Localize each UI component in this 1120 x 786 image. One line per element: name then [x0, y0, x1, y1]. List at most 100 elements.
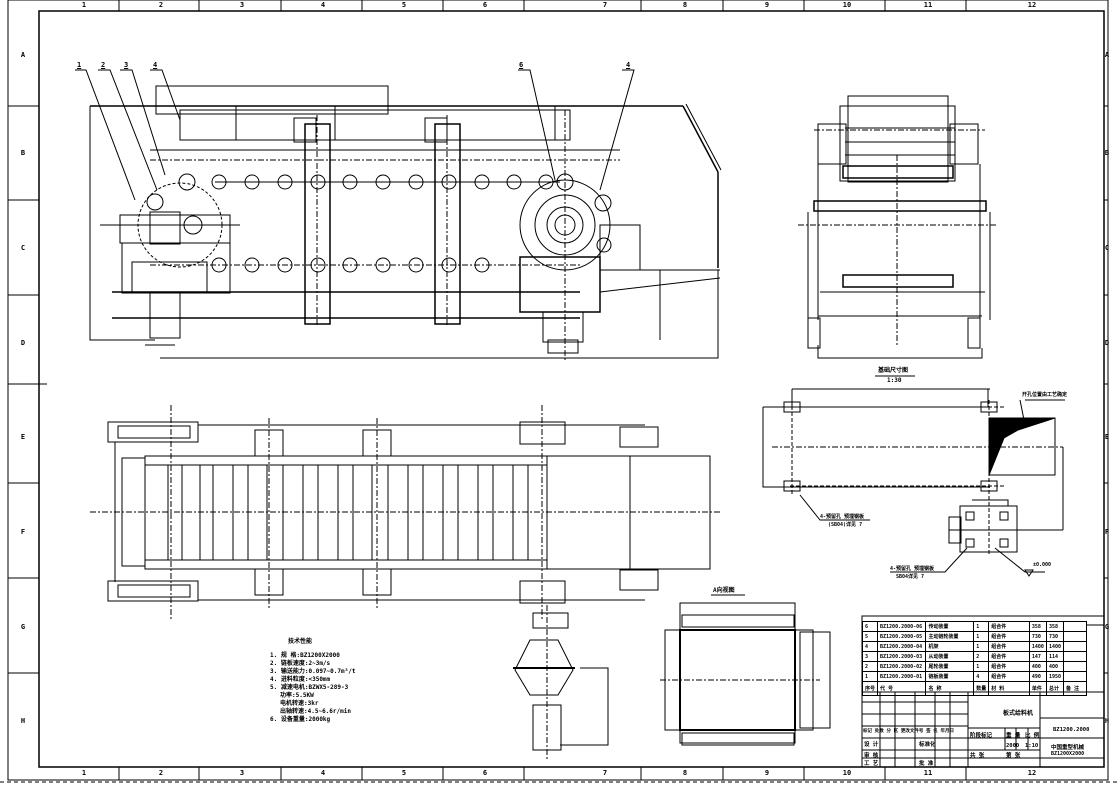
outer-border	[7, 0, 1109, 781]
zone-label-col: 5	[401, 1, 407, 9]
tech-spec-item: 6. 设备重量:2000kg	[270, 716, 331, 723]
foundation-callout-top: 开孔位置由工艺确定	[1022, 392, 1068, 398]
zone-grid-top	[118, 0, 967, 11]
table-header-row: 序号代 号名 称数量材 料单件总计备 注	[861, 681, 1088, 696]
zone-label-row: B	[20, 149, 26, 157]
zone-label-col: 7	[602, 769, 608, 777]
zone-label-row: G	[20, 623, 26, 631]
zone-label-row: E	[20, 433, 26, 441]
zone-label-row: A	[1104, 51, 1110, 59]
tech-spec-item: 3. 输送能力:0.097~0.7m³/t	[270, 668, 356, 675]
zone-label-row: H	[1104, 717, 1110, 725]
foundation-callout-bottom-ref: SB04详见 7	[896, 574, 925, 580]
zone-label-row: C	[20, 244, 26, 252]
zone-label-col: 1	[81, 769, 87, 777]
title-company: 中国重型机械	[1051, 745, 1085, 751]
zone-label-col: 12	[1027, 1, 1037, 9]
plan-view	[90, 405, 720, 760]
inner-border	[38, 10, 1105, 768]
front-view	[75, 69, 722, 360]
zone-label-row: H	[20, 717, 26, 725]
title-role-approve: 批 准	[919, 761, 934, 767]
zone-label-col: 2	[158, 769, 164, 777]
tech-spec-item: 功率:5.5KW	[280, 692, 314, 699]
part-balloon[interactable]: 6	[519, 61, 524, 69]
zone-label-col: 4	[320, 769, 326, 777]
zone-grid-bottom	[118, 767, 967, 780]
zone-label-col: 11	[923, 769, 933, 777]
title-weight-label: 重 量	[1006, 733, 1021, 739]
title-rev-header: 标记 处数 分 区 更改文件号 签 名 年月日	[863, 729, 955, 734]
foundation-callout-left: 4-预留孔 预埋钢板	[820, 514, 865, 520]
zone-label-col: 10	[842, 769, 852, 777]
zone-label-col: 6	[482, 769, 488, 777]
side-view-scale: 1:30	[887, 377, 902, 384]
tech-spec-item: 电机转速:3kr	[280, 700, 319, 707]
title-role-review: 审 核	[864, 753, 879, 759]
zone-label-col: 3	[239, 769, 245, 777]
zone-label-row: G	[1104, 623, 1110, 631]
zone-grid-sides	[8, 105, 1108, 674]
part-balloon[interactable]: 4	[153, 61, 158, 69]
zone-label-col: 9	[764, 1, 770, 9]
zone-label-col: 1	[81, 1, 87, 9]
side-view-caption: 基础尺寸图	[878, 367, 909, 374]
title-scale-label: 比 例	[1025, 733, 1040, 739]
part-balloon[interactable]: 4	[626, 61, 631, 69]
title-role-design: 设 计	[864, 742, 879, 748]
title-sheets-label: 共 张	[970, 753, 985, 759]
zone-label-col: 2	[158, 1, 164, 9]
zone-label-row: C	[1104, 244, 1110, 252]
zone-label-row: A	[20, 51, 26, 59]
zone-label-col: 8	[682, 1, 688, 9]
section-view-caption: A向视图	[713, 587, 735, 594]
part-balloon[interactable]: 2	[101, 61, 106, 69]
part-balloon[interactable]: 1	[77, 61, 82, 69]
tech-spec-item: 2. 链板速度:2~3m/s	[270, 660, 331, 667]
tech-spec-item: 出轴转速:4.5~6.6r/min	[280, 708, 351, 715]
tech-spec-item: 5. 减速电机:BZWX5-289-3	[270, 684, 349, 691]
title-role-standard: 标准化	[919, 742, 936, 748]
zone-label-col: 3	[239, 1, 245, 9]
title-role-process: 工 艺	[864, 761, 879, 767]
zone-label-col: 4	[320, 1, 326, 9]
title-weight-value: 2000	[1006, 743, 1020, 749]
tech-spec-item: 1. 规 格:BZ1200X2000	[270, 652, 340, 659]
tech-specs-title: 技术性能	[288, 638, 313, 645]
elevation-mark: ±0.000	[1033, 562, 1052, 568]
zone-label-col: 6	[482, 1, 488, 9]
zone-label-col: 9	[764, 769, 770, 777]
title-scale-value: 1:10	[1025, 743, 1039, 749]
zone-label-row: D	[20, 339, 26, 347]
zone-label-col: 10	[842, 1, 852, 9]
zone-label-row: F	[1104, 528, 1110, 536]
zone-label-col: 12	[1027, 769, 1037, 777]
title-part-name: 板式给料机	[1003, 710, 1034, 717]
foundation-plan	[762, 388, 1065, 577]
section-view	[660, 594, 831, 746]
side-view	[798, 95, 998, 377]
zone-label-row: F	[20, 528, 26, 536]
tech-spec-item: 4. 进料粒度:<350mm	[270, 676, 331, 683]
zone-label-col: 11	[923, 1, 933, 9]
zone-label-col: 5	[401, 769, 407, 777]
zone-label-col: 7	[602, 1, 608, 9]
title-stage-label: 阶段标记	[970, 733, 993, 739]
zone-label-row: E	[1104, 433, 1110, 441]
zone-label-row: D	[1104, 339, 1110, 347]
opening-section-hatch	[988, 417, 1056, 476]
title-sheet-label: 第 张	[1006, 753, 1021, 759]
zone-label-col: 8	[682, 769, 688, 777]
title-drawing-number: BZ1200.2000	[1053, 727, 1090, 733]
zone-label-row: B	[1104, 149, 1110, 157]
part-balloon[interactable]: 3	[124, 61, 129, 69]
foundation-callout-left-ref: (SB04)详见 7	[828, 522, 863, 528]
